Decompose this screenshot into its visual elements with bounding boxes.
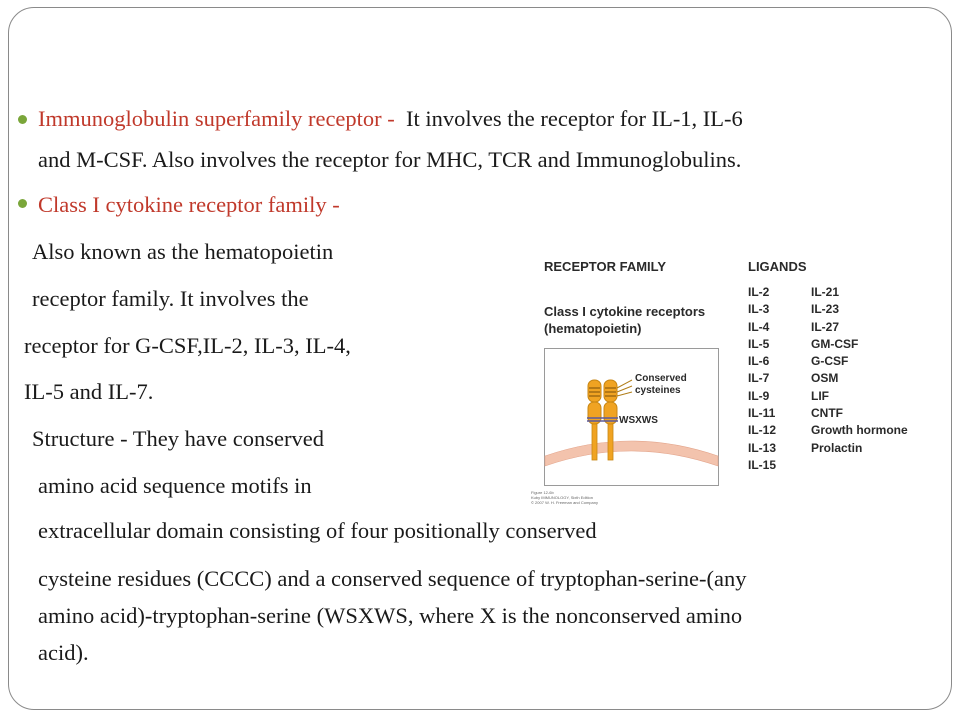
ligand-item: IL-12 [748,423,777,438]
ligand-item: IL-5 [748,336,770,351]
figure-credit-3: © 2007 W. H. Freeman and Company [531,500,598,505]
ligand-item: Prolactin [811,440,863,455]
body-line-7: extracellular domain consisting of four … [38,518,597,543]
body-line-2: receptor family. It involves the [32,286,309,311]
bullet-1-text: It involves the receptor for IL-1, IL-6 [406,106,743,131]
callout-cysteines-line-2: cysteines [635,385,681,396]
ligand-item: G-CSF [811,354,849,369]
callout-wsxws: WSXWS [619,415,658,426]
wsxws-bands [587,417,618,422]
bullet-1-line-2: and M-CSF. Also involves the receptor fo… [38,147,742,172]
bullet-2-separator: - [326,192,340,217]
slide-frame [8,7,952,710]
ligand-item: IL-21 [811,285,840,299]
bullet-1-line-1: Immunoglobulin superfamily receptor - It… [38,104,743,134]
ligand-item: IL-15 [748,457,777,472]
figure-credit-1: Figure 12-6b [531,490,554,495]
figure-family-line-2: (hematopoietin) [544,321,642,336]
ligand-item: IL-11 [748,406,776,421]
ligand-item: OSM [811,371,839,386]
body-line-9: amino acid)-tryptophan-serine (WSXWS, wh… [38,603,743,628]
ligand-item: LIF [811,388,829,403]
receptor-chain-right [603,379,618,461]
cysteine-arrows [616,379,633,397]
bullet-1-separator: - [381,106,401,131]
ligand-item: IL-27 [811,319,840,334]
ligand-item: CNTF [811,406,843,421]
ligand-item: IL-9 [748,388,770,403]
bullet-dot-1 [18,115,27,124]
bullet-1-heading: Immunoglobulin superfamily receptor [38,106,382,131]
body-line-6: amino acid sequence motifs in [38,473,312,498]
bullet-2-heading: Class I cytokine receptor family [38,192,327,217]
ligand-item: IL-2 [748,285,770,299]
ligand-item: Growth hormone [811,423,908,438]
callout-cysteines-line-1: Conserved [635,373,687,384]
figure-col1-header: RECEPTOR FAMILY [544,259,667,274]
body-line-10: acid). [38,640,89,665]
ligand-item: IL-23 [811,302,840,317]
ligand-item: IL-3 [748,302,770,317]
receptor-figure: RECEPTOR FAMILY LIGANDS Class I cytokine… [530,250,935,512]
body-line-5: Structure - They have conserved [32,426,324,451]
ligand-item: IL-7 [748,371,770,386]
ligand-item: IL-6 [748,354,770,369]
figure-family-line-1: Class I cytokine receptors [544,304,706,319]
figure-credit-2: Kuby IMMUNOLOGY, Sixth Edition [531,495,593,500]
body-line-8: cysteine residues (CCCC) and a conserved… [38,566,747,591]
figure-col2-header: LIGANDS [748,259,807,274]
ligand-item: GM-CSF [811,336,859,351]
body-line-3: receptor for G-CSF,IL-2, IL-3, IL-4, [24,333,351,358]
ligand-item: IL-4 [748,319,770,334]
body-line-4: IL-5 and IL-7. [24,379,154,404]
receptor-illustration [544,348,719,486]
bullet-dot-2 [18,199,27,208]
body-line-1: Also known as the hematopoietin [32,239,334,264]
bullet-2-line: Class I cytokine receptor family - [38,190,340,220]
ligand-item: IL-13 [748,440,777,455]
